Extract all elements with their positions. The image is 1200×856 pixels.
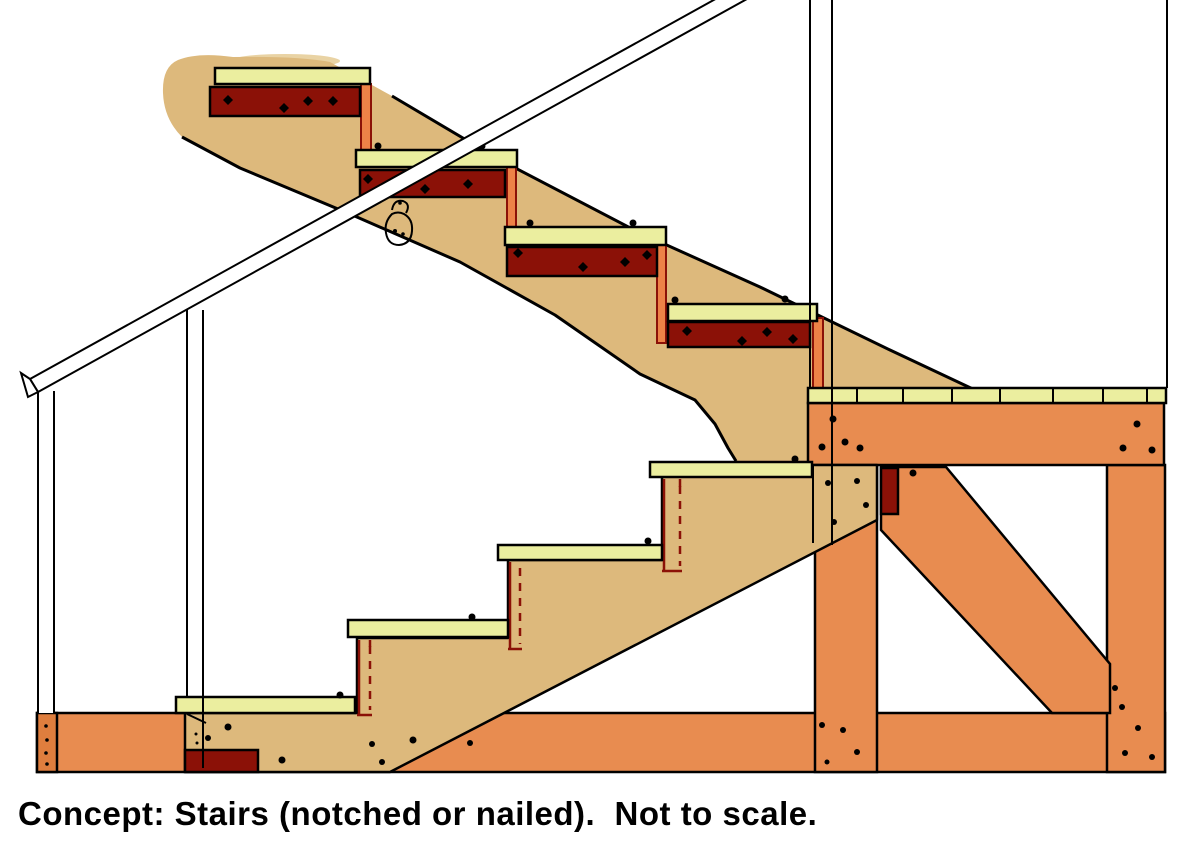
diagonal-brace [879, 465, 1112, 715]
baluster-mid [186, 310, 204, 768]
upper-flight [208, 66, 824, 389]
deck-boards [806, 386, 1168, 405]
cleat-3 [505, 245, 659, 278]
lower-tread-3 [496, 543, 664, 562]
lower-tread-4 [648, 460, 814, 479]
riser-4 [812, 317, 824, 389]
baluster-left [37, 391, 55, 713]
railings [19, 0, 1168, 768]
wood-knot [384, 199, 414, 247]
lower-stringer [174, 455, 879, 774]
notch-riser-marks [357, 479, 682, 717]
riser-1 [360, 83, 372, 153]
cleat-4 [666, 320, 812, 349]
tread-4 [666, 302, 819, 323]
stringer-lower-edge [181, 135, 738, 462]
lower-tread-2 [346, 618, 510, 639]
tread-3 [503, 225, 668, 247]
kicker-block [183, 748, 260, 774]
caption: Concept: Stairs (notched or nailed). Not… [18, 795, 818, 832]
riser-3 [656, 242, 667, 344]
post-cleat [879, 466, 900, 516]
lower-stringer-nails [194, 455, 869, 765]
tread-1 [213, 66, 372, 86]
deck-post-right [1105, 463, 1167, 774]
deck-board-gaps [856, 389, 1148, 402]
riser-2 [506, 165, 517, 231]
lower-tread-1 [174, 695, 357, 715]
deck-nails [818, 415, 1156, 765]
rim-joist [806, 401, 1166, 467]
handrail-end-cap [19, 370, 40, 399]
